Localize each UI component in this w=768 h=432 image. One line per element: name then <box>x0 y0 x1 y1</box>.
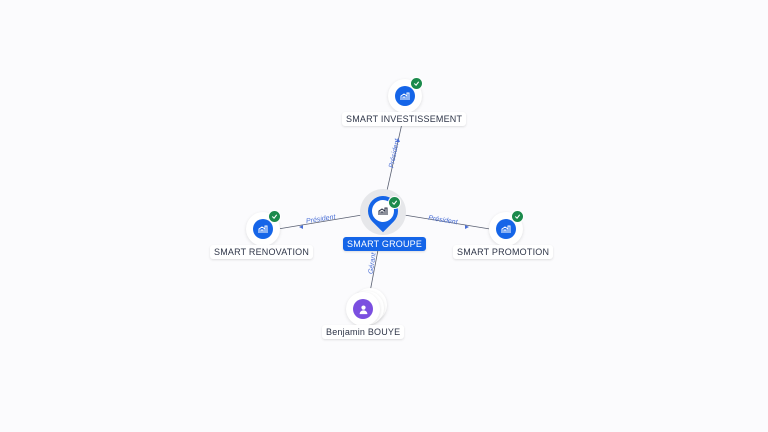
edge-renovation <box>277 213 369 230</box>
node-smart-promotion[interactable] <box>489 210 524 246</box>
node-smart-investissement[interactable] <box>388 77 423 113</box>
node-label-bouye[interactable]: Benjamin BOUYE <box>322 325 405 339</box>
verified-check-icon <box>511 210 524 223</box>
arrow-investissement <box>396 138 400 142</box>
edge-promotion <box>397 213 491 230</box>
building-icon <box>496 219 516 239</box>
node-label-investissement[interactable]: SMART INVESTISSEMENT <box>342 112 467 126</box>
center-node-label[interactable]: SMART GROUPE <box>343 237 427 251</box>
arrow-promotion <box>465 225 469 229</box>
arrow-renovation <box>299 225 303 229</box>
edge-bouye <box>369 249 379 293</box>
building-icon <box>253 219 273 239</box>
verified-check-icon <box>410 77 423 90</box>
building-icon <box>395 86 415 106</box>
node-label-promotion[interactable]: SMART PROMOTION <box>453 245 554 259</box>
node-benjamin-bouye[interactable] <box>346 292 380 326</box>
person-icon <box>353 299 373 319</box>
verified-check-icon <box>388 196 401 209</box>
node-smart-renovation[interactable] <box>246 210 281 246</box>
verified-check-icon <box>268 210 281 223</box>
node-label-renovation[interactable]: SMART RENOVATION <box>210 245 314 259</box>
